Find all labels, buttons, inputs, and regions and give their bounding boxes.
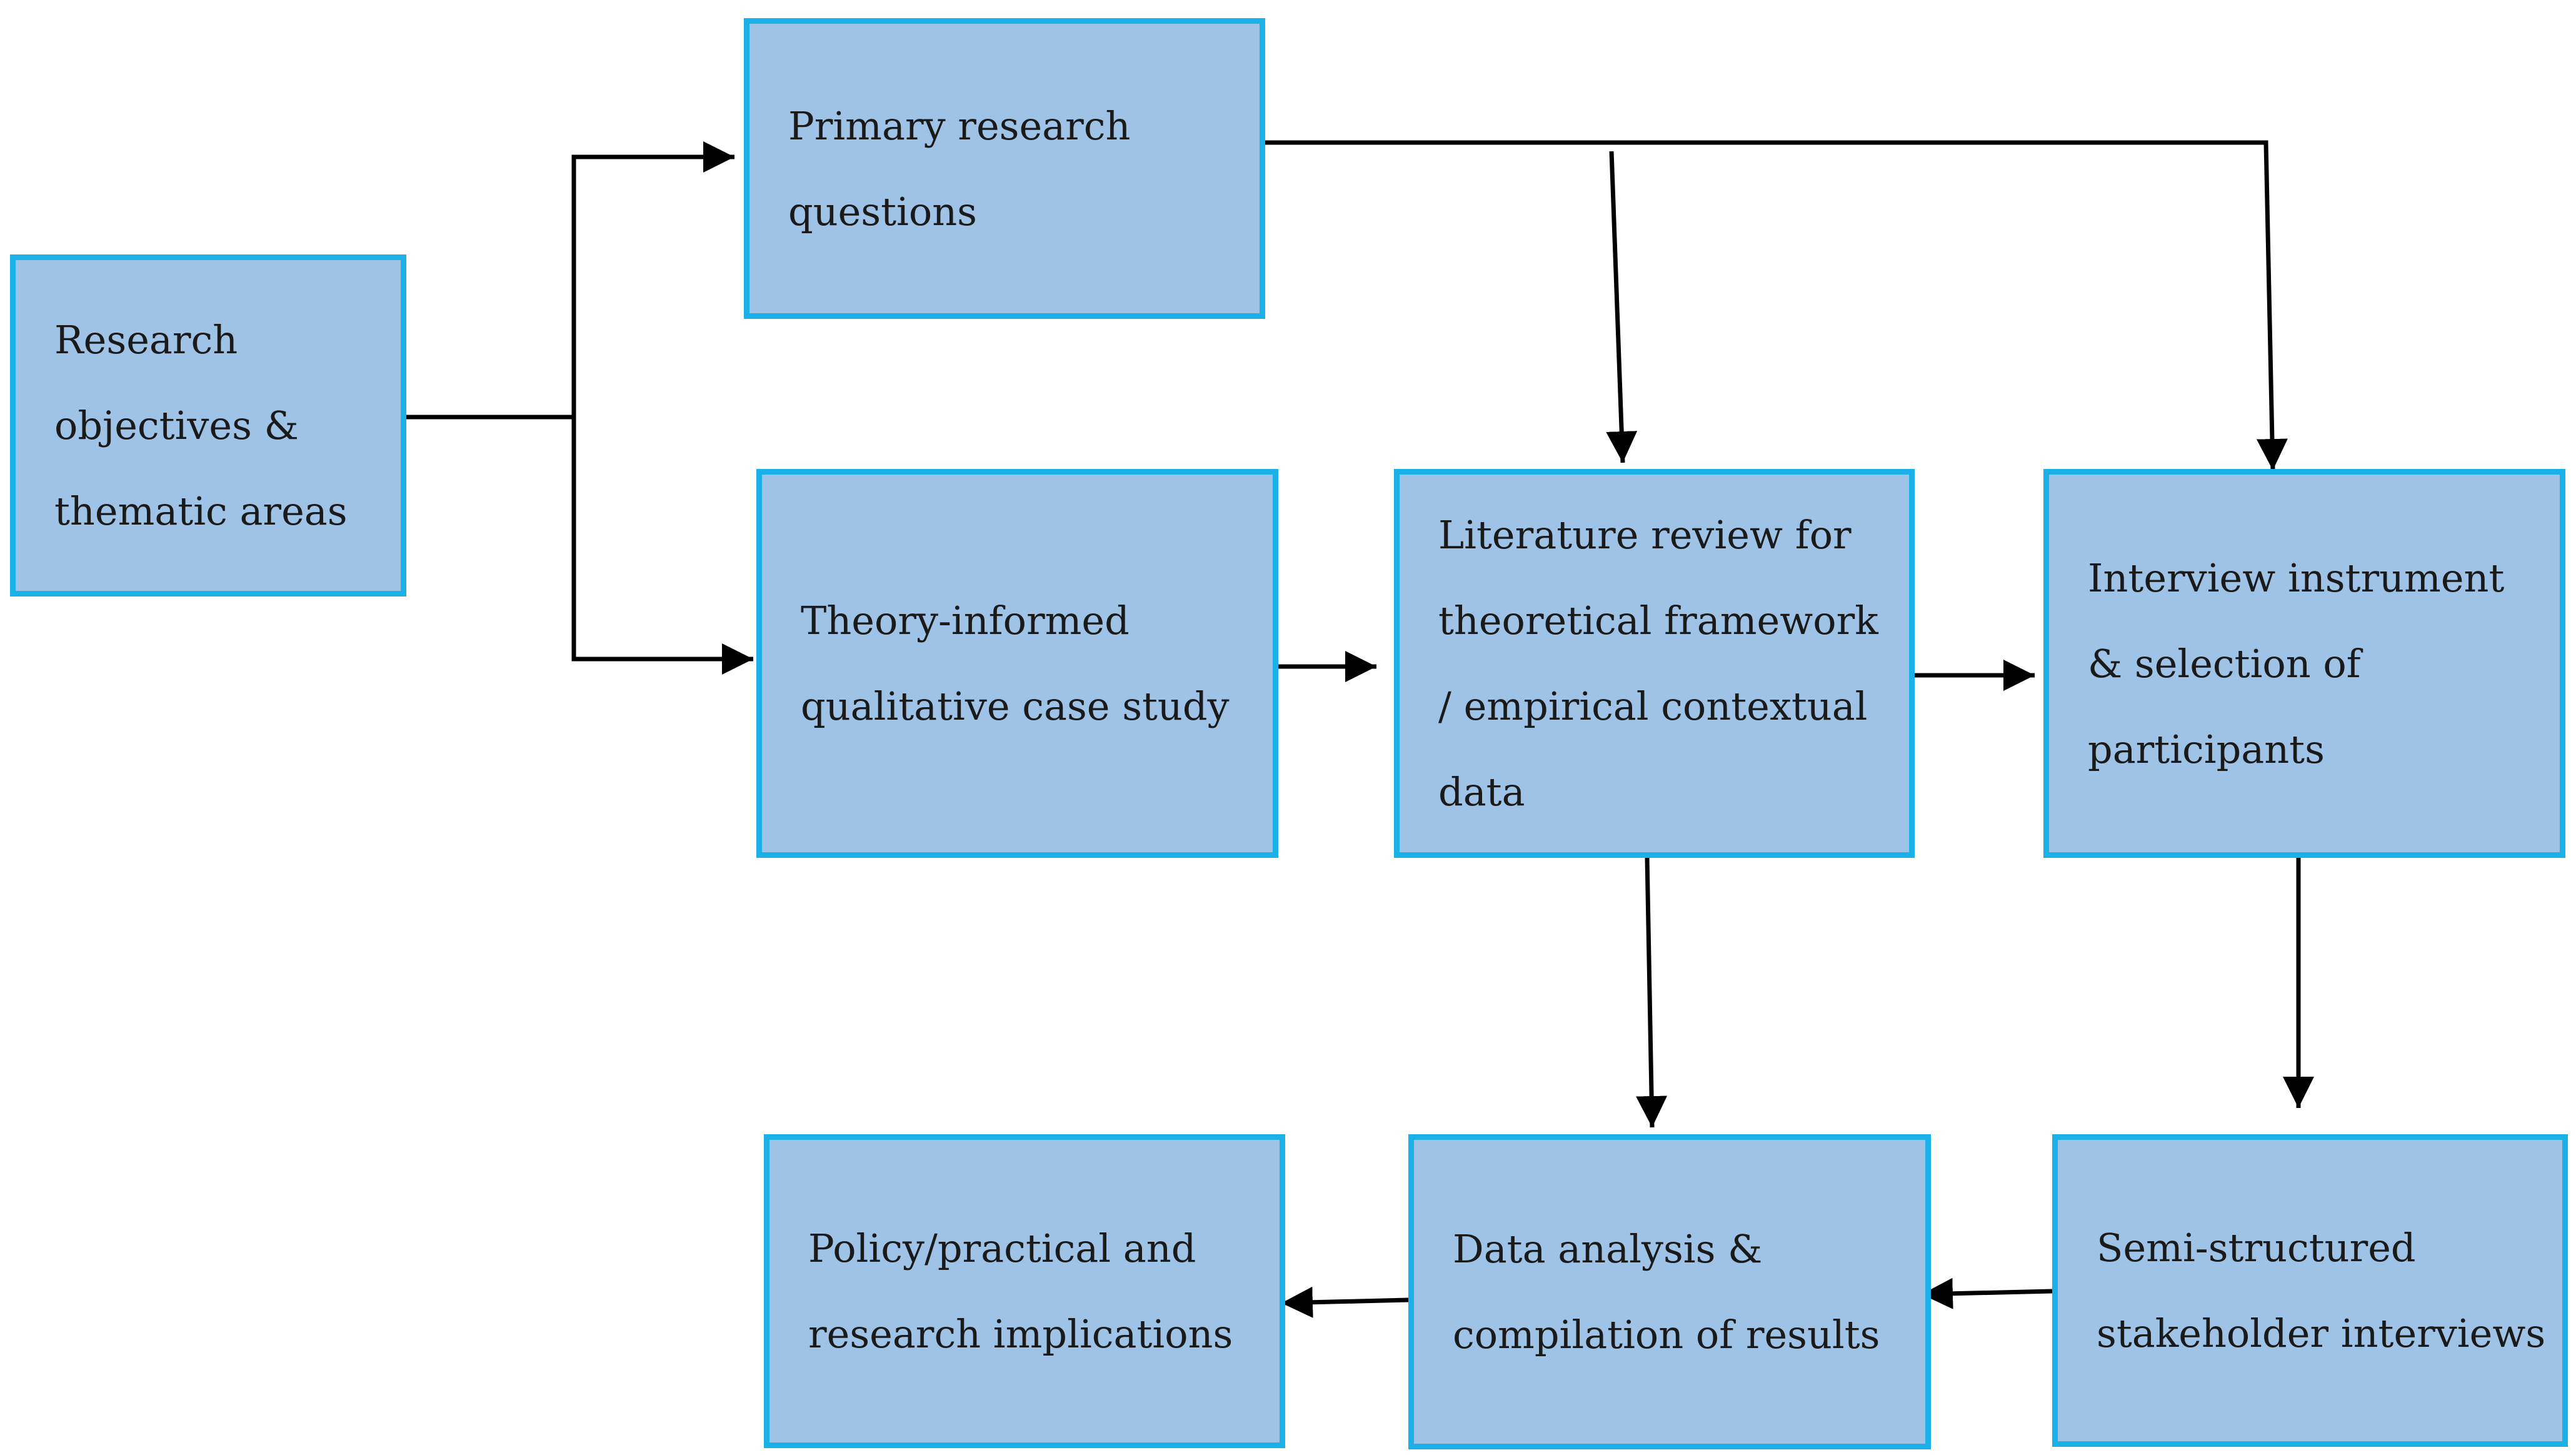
- node-text-line: qualitative case study: [801, 683, 1230, 729]
- edge-data-analysis-to-implications: [1281, 1286, 1409, 1318]
- node-text-line: Primary research: [788, 103, 1131, 149]
- edge-literature-review-to-data-analysis: [1636, 857, 1668, 1128]
- node-text-line: compilation of results: [1453, 1312, 1880, 1357]
- node-text-line: thematic areas: [54, 488, 348, 534]
- edge-primary-questions-to-interview-instrument: [1265, 140, 2288, 471]
- edge-stakeholder-interviews-to-data-analysis: [1921, 1277, 2053, 1309]
- node-text-line: objectives &: [54, 403, 299, 448]
- node-text-line: Research: [54, 317, 238, 363]
- node-text-line: participants: [2088, 726, 2325, 772]
- node-text-line: Policy/practical and: [808, 1226, 1196, 1271]
- node-text-line: data: [1438, 769, 1525, 815]
- node-text-line: / empirical contextual: [1438, 683, 1868, 729]
- node-text-line: Semi-structured: [2097, 1225, 2416, 1271]
- node-text-line: Theory-informed: [801, 598, 1130, 643]
- edge-objectives-to-case-study: [571, 417, 753, 675]
- node-data-analysis: Data analysis & compilation of results: [1408, 1134, 1931, 1449]
- node-text-line: & selection of: [2088, 640, 2361, 687]
- node-implications: Policy/practical and research implicatio…: [764, 1134, 1285, 1448]
- node-text-line: research implications: [808, 1311, 1233, 1357]
- node-text-line: Interview instrument: [2088, 555, 2505, 601]
- node-text-line: stakeholder interviews: [2097, 1311, 2546, 1356]
- node-stakeholder-interviews: Semi-structured stakeholder interviews: [2052, 1134, 2568, 1447]
- node-text-line: Literature review for: [1438, 512, 1852, 558]
- node-text-line: Data analysis &: [1453, 1226, 1763, 1272]
- node-interview-instrument: Interview instrument & selection of part…: [2043, 469, 2565, 858]
- node-text-line: theoretical framework: [1438, 598, 1878, 643]
- node-case-study: Theory-informed qualitative case study: [756, 469, 1278, 858]
- node-research-objectives: Research objectives & thematic areas: [10, 254, 406, 597]
- edge-primary-questions-to-literature-review: [1606, 151, 1638, 463]
- node-primary-questions: Primary research questions: [744, 18, 1265, 319]
- edge-objectives-to-primary-questions: [406, 141, 734, 420]
- node-text-line: questions: [788, 188, 977, 234]
- node-literature-review: Literature review for theoretical framew…: [1394, 469, 1915, 858]
